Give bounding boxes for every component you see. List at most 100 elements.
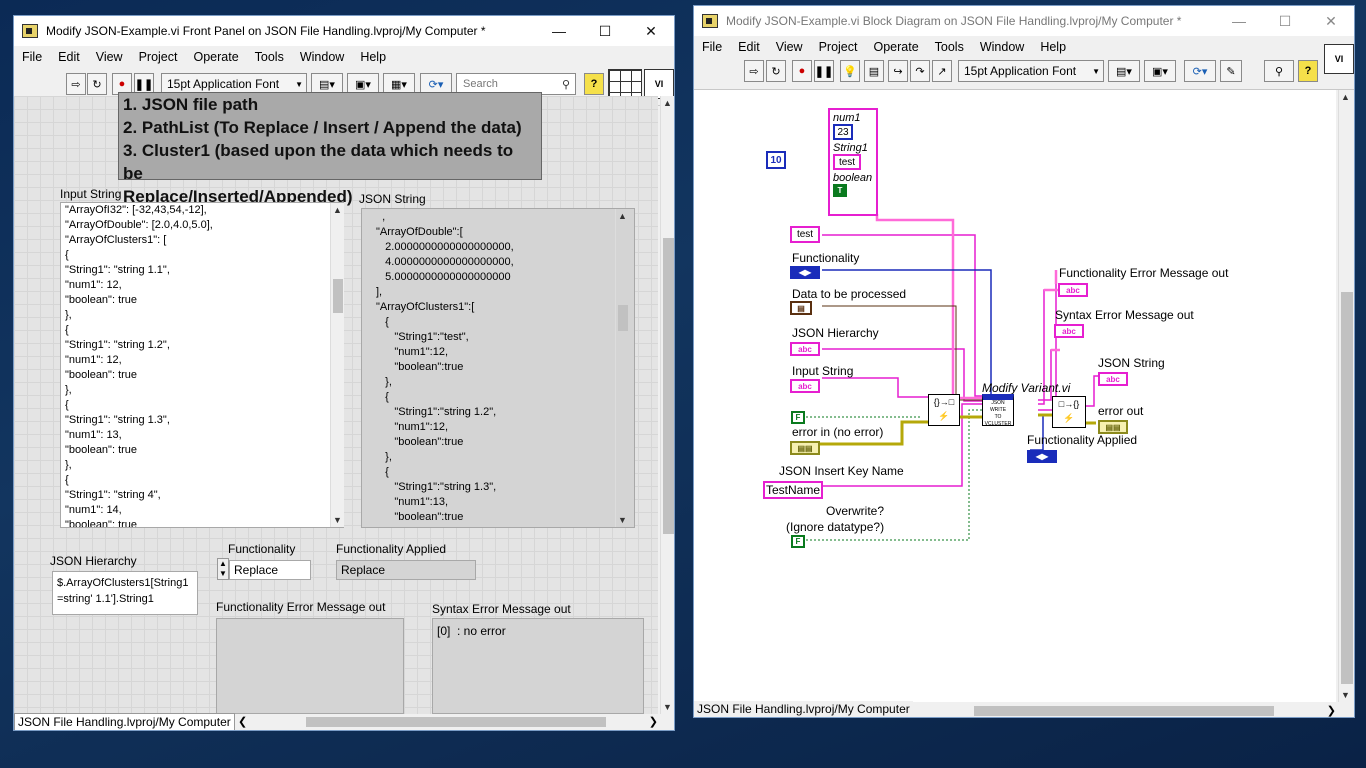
front-panel-window: Modify JSON-Example.vi Front Panel on JS… (13, 15, 675, 731)
json-insert-key-label: JSON Insert Key Name (779, 464, 904, 478)
json-write-to-vcluster-node[interactable]: JSON WRITE TO VCLUSTER (982, 394, 1014, 427)
align-objects-icon[interactable]: ▤▾ (311, 73, 343, 95)
maximize-button[interactable]: ☐ (1278, 12, 1292, 29)
syntax-error-out-terminal[interactable]: abc (1054, 324, 1084, 338)
false-constant-2[interactable]: F (791, 535, 805, 548)
data-to-be-processed-label: Data to be processed (792, 287, 907, 301)
functionality-terminal[interactable]: ◀▶ (790, 266, 820, 279)
error-in-terminal[interactable]: ▤▤ (790, 441, 820, 455)
bd-horizontal-scrollbar[interactable]: ❯ (914, 703, 1338, 717)
false-constant-1[interactable]: F (791, 411, 805, 424)
cluster-string1-value[interactable]: test (833, 154, 861, 170)
test-string-constant[interactable]: test (790, 226, 820, 243)
maximize-button[interactable]: ☐ (598, 22, 612, 39)
json-hierarchy-control[interactable]: $.ArrayOfClusters1[String1 =string' 1.1'… (52, 571, 198, 615)
functionality-ring-arrows-icon[interactable]: ▲▼ (217, 558, 229, 580)
cluster-string1-label: String1 (833, 142, 868, 154)
json-insert-key-constant[interactable]: TestName (763, 481, 823, 499)
json-string-label: JSON String (359, 192, 426, 206)
input-string-control[interactable]: "ArrayOfI32": [-32,43,54,-12], "ArrayOfD… (60, 202, 344, 528)
menu-file[interactable]: File (22, 50, 43, 64)
menu-edit[interactable]: Edit (58, 50, 80, 64)
menu-operate[interactable]: Operate (193, 50, 239, 64)
vi-icon[interactable]: VI (1324, 44, 1354, 74)
retain-wire-values-icon[interactable]: ▤ (864, 60, 884, 82)
error-out-terminal[interactable]: ▤▤ (1098, 420, 1128, 434)
func-error-message-label: Functionality Error Message out (216, 600, 386, 614)
abort-icon[interactable]: ● (792, 60, 812, 82)
fp-vertical-scrollbar[interactable]: ▲ ▼ (660, 96, 674, 714)
cluster-boolean-value[interactable]: T (833, 184, 847, 197)
labview-app-icon (22, 24, 38, 38)
constant-10[interactable]: 10 (766, 151, 786, 169)
minimize-button[interactable]: — (552, 23, 566, 39)
distribute-objects-icon[interactable]: ▣▾ (1144, 60, 1176, 82)
fp-horizontal-scrollbar[interactable]: ❮ ❯ (236, 714, 660, 730)
menu-help[interactable]: Help (1040, 40, 1067, 54)
func-error-out-terminal[interactable]: abc (1058, 283, 1088, 297)
fp-status-project[interactable]: JSON File Handling.lvproj/My Computer (14, 713, 235, 730)
highlight-execution-icon[interactable]: 💡 (840, 60, 860, 82)
input-string-scrollbar[interactable]: ▲ ▼ (330, 203, 344, 527)
json-flatten-subvi-icon[interactable]: □→{}⚡ (1052, 396, 1086, 428)
functionality-enum[interactable]: Replace (229, 560, 311, 580)
menu-edit[interactable]: Edit (738, 40, 760, 54)
run-arrow-icon[interactable]: ⇨ (744, 60, 764, 82)
reorder-icon[interactable]: ⟳▾ (1184, 60, 1216, 82)
minimize-button[interactable]: — (1232, 13, 1246, 29)
input-string-terminal[interactable]: abc (790, 379, 820, 393)
functionality-applied-indicator[interactable]: Replace (336, 560, 476, 580)
menu-operate[interactable]: Operate (873, 40, 919, 54)
json-string-indicator[interactable]: , "ArrayOfDouble":[ 2.000000000000000000… (361, 208, 635, 528)
json-string-out-terminal[interactable]: abc (1098, 372, 1128, 386)
pause-icon[interactable]: ❚❚ (814, 60, 834, 82)
menu-view[interactable]: View (775, 40, 803, 54)
func-error-out-label: Functionality Error Message out (1059, 266, 1229, 280)
json-parse-subvi-icon[interactable]: {}→□⚡ (928, 394, 960, 426)
menu-view[interactable]: View (95, 50, 123, 64)
json-string-scrollbar[interactable]: ▲ ▼ (615, 209, 629, 527)
menu-project[interactable]: Project (138, 50, 178, 64)
data-to-be-processed-terminal[interactable]: ▤ (790, 301, 812, 315)
menu-help[interactable]: Help (360, 50, 387, 64)
func-error-message-indicator[interactable] (216, 618, 404, 714)
cluster-constant[interactable]: num1 23 String1 test boolean T (828, 108, 878, 216)
json-hierarchy-terminal[interactable]: abc (790, 342, 820, 356)
help-icon[interactable]: ? (584, 73, 604, 95)
font-select[interactable]: 15pt Application Font (958, 60, 1104, 82)
menu-window[interactable]: Window (979, 40, 1025, 54)
menu-project[interactable]: Project (818, 40, 858, 54)
clean-up-diagram-icon[interactable]: ✎ (1220, 60, 1242, 82)
run-continuously-icon[interactable]: ↻ (87, 73, 107, 95)
menu-window[interactable]: Window (299, 50, 345, 64)
reorder-icon[interactable]: ⟳▾ (420, 73, 452, 95)
menu-tools[interactable]: Tools (934, 40, 964, 54)
input-string-label: Input String (792, 364, 854, 378)
cluster-num1-value[interactable]: 23 (833, 124, 853, 140)
pause-icon[interactable]: ❚❚ (134, 73, 154, 95)
close-button[interactable]: ✕ (1325, 12, 1337, 29)
align-objects-icon[interactable]: ▤▾ (1108, 60, 1140, 82)
search-icon[interactable]: ⚲ (1264, 60, 1294, 82)
bd-status-project[interactable]: JSON File Handling.lvproj/My Computer (694, 701, 913, 717)
front-panel-canvas[interactable]: 1. JSON file path 2. PathList (To Replac… (14, 92, 658, 714)
labview-app-icon (702, 14, 718, 28)
menu-tools[interactable]: Tools (254, 50, 284, 64)
syntax-error-message-indicator[interactable]: [0] : no error (432, 618, 644, 714)
functionality-applied-terminal[interactable]: ◀▶ (1027, 450, 1057, 463)
step-into-icon[interactable]: ↪ (888, 60, 908, 82)
block-diagram-window: Modify JSON-Example.vi Block Diagram on … (693, 5, 1355, 718)
step-out-icon[interactable]: ↗ (932, 60, 952, 82)
bd-vertical-scrollbar[interactable]: ▲ ▼ (1338, 90, 1354, 702)
search-input[interactable]: Search ⚲ (456, 73, 576, 95)
bd-titlebar[interactable]: Modify JSON-Example.vi Block Diagram on … (694, 6, 1354, 36)
close-button[interactable]: ✕ (645, 22, 657, 39)
step-over-icon[interactable]: ↷ (910, 60, 930, 82)
block-diagram-canvas[interactable]: 10 num1 23 String1 test boolean T test F… (694, 90, 1336, 702)
menu-file[interactable]: File (702, 40, 723, 54)
run-continuously-icon[interactable]: ↻ (766, 60, 786, 82)
run-arrow-icon[interactable]: ⇨ (66, 73, 86, 95)
vi-icon[interactable]: VI (644, 69, 674, 99)
fp-titlebar[interactable]: Modify JSON-Example.vi Front Panel on JS… (14, 16, 674, 46)
help-icon[interactable]: ? (1298, 60, 1318, 82)
